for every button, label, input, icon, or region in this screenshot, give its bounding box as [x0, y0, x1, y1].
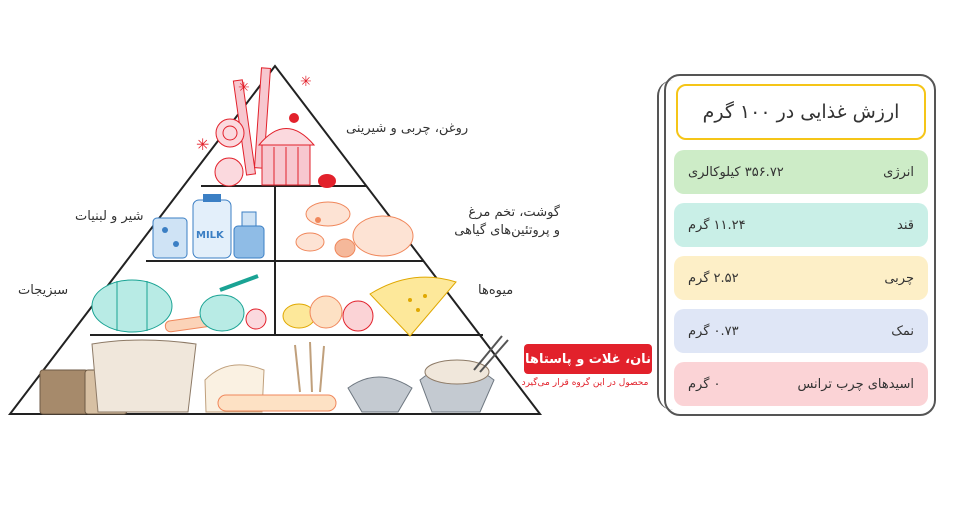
nutrition-row-energy: انرژی ۳۵۶.۷۲ کیلوکالری	[674, 150, 928, 194]
dairy-icon: MILK	[152, 194, 265, 259]
grains-icon	[39, 335, 509, 415]
label-vegetables: سبزیجات	[18, 283, 69, 298]
nutrition-row-salt: نمک ۰.۷۳ گرم	[674, 309, 928, 353]
nutrition-panel	[664, 74, 936, 416]
nutrition-row-trans-fat: اسیدهای چرب ترانس ۰ گرم	[674, 362, 928, 406]
nutrition-row-fat: چربی ۲.۵۲ گرم	[674, 256, 928, 300]
label-protein-line1: گوشت، تخم مرغ	[468, 205, 560, 220]
milk-label: MILK	[196, 230, 225, 241]
fruits-icon	[282, 276, 457, 337]
label-dairy: شیر و لبنیات	[75, 209, 144, 224]
nutrition-row-value: ۱۱.۲۴ گرم	[688, 217, 746, 233]
nutrition-row-sugar: قند ۱۱.۲۴ گرم	[674, 203, 928, 247]
product-group-note: محصول در این گروه قرار می‌گیرد	[521, 378, 649, 388]
nutrition-row-value: ۰ گرم	[688, 376, 721, 392]
protein-icon	[295, 201, 414, 258]
sweets-icon: ✳ ✳ ✳	[196, 67, 336, 188]
nutrition-row-name: چربی	[884, 270, 914, 286]
nutrition-row-value: ۲.۵۲ گرم	[688, 270, 739, 286]
label-protein-line2: و پروتئین‌های گیاهی	[454, 223, 560, 238]
svg-text:✳: ✳	[238, 80, 250, 96]
nutrition-row-value: ۰.۷۳ گرم	[688, 323, 739, 339]
svg-text:✳: ✳	[300, 74, 312, 90]
label-protein: گوشت، تخم مرغ و پروتئین‌های گیاهی	[430, 204, 560, 240]
nutrition-row-name: نمک	[891, 323, 914, 339]
food-pyramid: ✳ ✳ ✳ MILK	[7, 64, 543, 415]
nutrition-title: ارزش غذایی در ۱۰۰ گرم	[676, 84, 926, 140]
nutrition-row-name: قند	[897, 217, 914, 233]
nutrition-row-name: انرژی	[883, 164, 914, 180]
label-fats-sweets: روغن، چربی و شیرینی	[346, 121, 469, 136]
panel-back-frame	[657, 80, 673, 410]
grains-highlight-badge: نان، غلات و پاستاها	[524, 344, 652, 374]
svg-text:✳: ✳	[196, 135, 209, 154]
nutrition-row-name: اسیدهای چرب ترانس	[797, 376, 914, 392]
vegetables-icon	[91, 274, 267, 333]
nutrition-row-value: ۳۵۶.۷۲ کیلوکالری	[688, 164, 784, 180]
label-fruits: میوه‌ها	[478, 283, 514, 298]
